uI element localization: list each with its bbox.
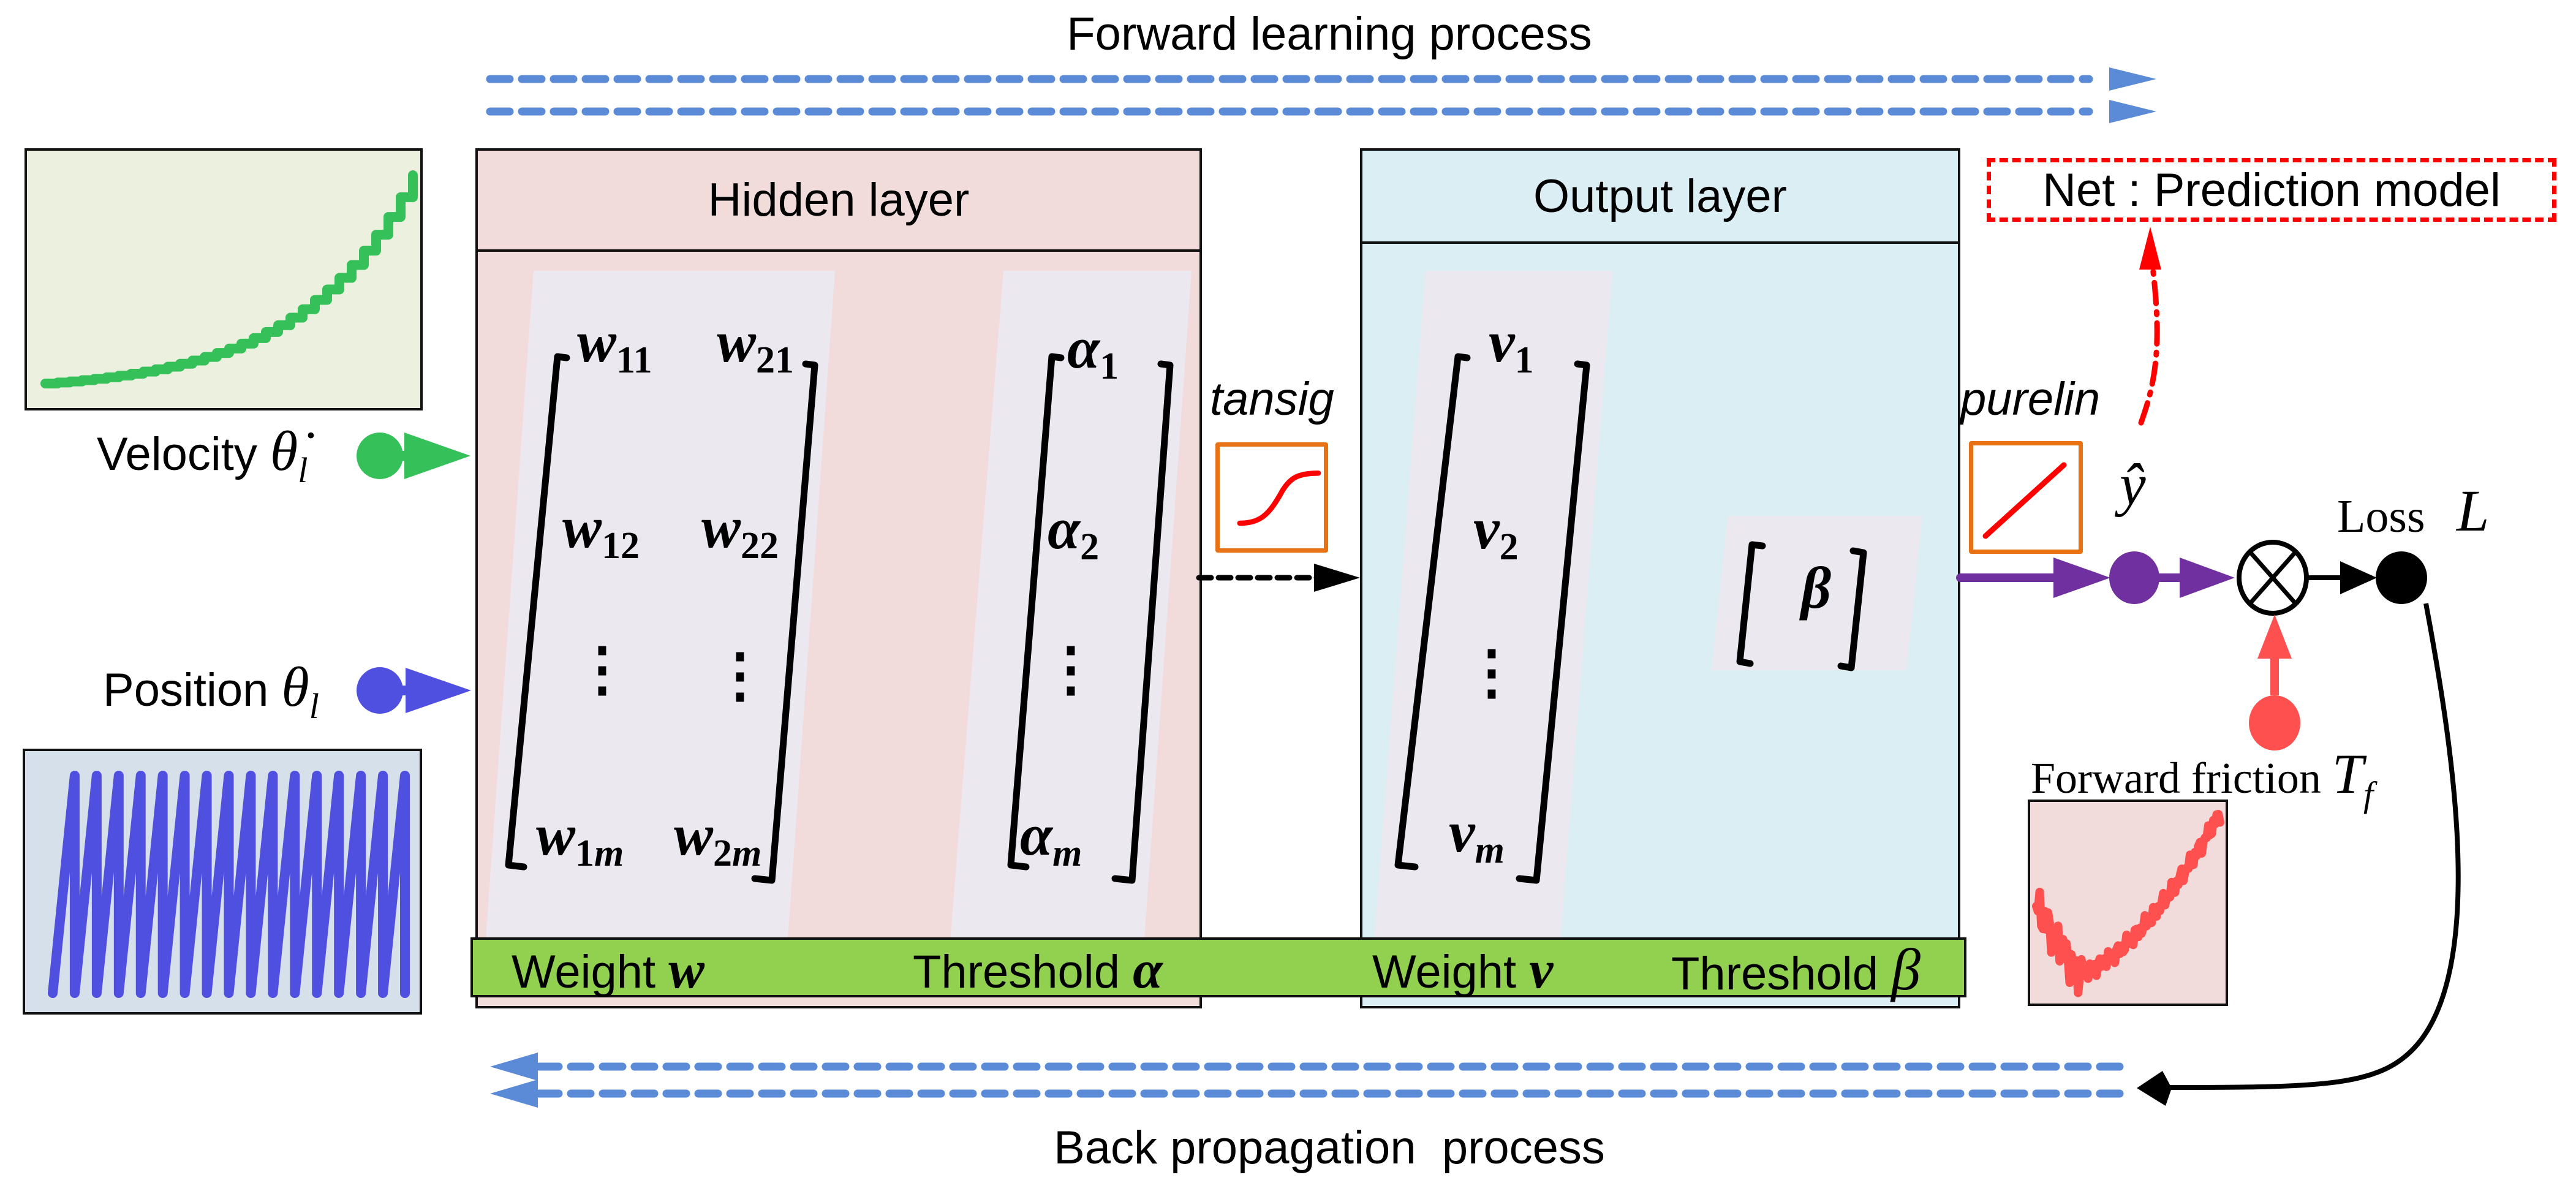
- weight-cell-12: w12: [562, 494, 640, 567]
- output-weight-cell-2: v2: [1473, 496, 1519, 568]
- weight-matrix-left-bracket: [505, 353, 570, 871]
- purelin-function-box: [1969, 441, 2083, 554]
- bias-left-bracket: [1736, 541, 1766, 667]
- threshold-cell-m: αm: [1020, 802, 1082, 874]
- threshold-vdots: ⋮: [1041, 637, 1100, 702]
- velocity-input-arrowhead: [404, 433, 470, 479]
- weight-cell-21: w21: [717, 309, 795, 381]
- sigmoid-curve-icon: [1237, 471, 1321, 526]
- output-weight-vdots: ⋮: [1462, 640, 1521, 705]
- forward-process-title: Forward learning process: [1067, 8, 1592, 60]
- back-arrowhead-top: [490, 1053, 538, 1081]
- forward-arrowhead-bottom: [2109, 100, 2156, 123]
- position-curve: [48, 771, 410, 998]
- velocity-text: Velocity: [97, 428, 257, 480]
- output-weight-left-bracket: [1394, 353, 1471, 871]
- weight-matrix-right-bracket: [751, 360, 818, 884]
- threshold-cell-1: α1: [1067, 315, 1119, 387]
- position-symbol: θl: [281, 656, 319, 726]
- position-chart-plot: [48, 771, 410, 998]
- threshold-alpha-label: Threshold α: [913, 940, 1163, 1000]
- loss-label: Loss: [2337, 491, 2425, 542]
- weight-w-label: Weight w: [512, 940, 704, 1000]
- threshold-cell-2: α2: [1048, 496, 1100, 568]
- prediction-node: [2109, 551, 2159, 604]
- comparator-icon: [2237, 540, 2309, 616]
- threshold-right-bracket: [1111, 360, 1174, 884]
- velocity-input-node: [357, 433, 403, 479]
- bias-beta: β: [1801, 555, 1832, 621]
- velocity-label: Velocity θ̇l: [97, 423, 308, 488]
- linear-line-icon: [1982, 462, 2067, 539]
- prediction-arrowhead: [2180, 558, 2235, 598]
- velocity-symbol: θ̇l: [270, 420, 308, 490]
- friction-chart-plot: [2032, 810, 2224, 997]
- position-label: Position θl: [103, 659, 319, 724]
- tansig-function-box: [1215, 442, 1328, 553]
- forward-arrowhead-top: [2109, 67, 2156, 91]
- weight-col2-vdots: ⋮: [711, 643, 769, 708]
- velocity-chart-plot: [40, 170, 418, 388]
- weight-v-label: Weight v: [1372, 940, 1554, 1000]
- parameters-bar: [470, 937, 1966, 997]
- hidden-layer-title: Hidden layer: [478, 151, 1199, 252]
- friction-arrowhead: [2257, 614, 2292, 659]
- weight-cell-11: w11: [577, 309, 652, 381]
- friction-curve: [2032, 810, 2224, 997]
- bias-right-bracket: [1837, 547, 1867, 671]
- weight-cell-22: w22: [701, 494, 779, 567]
- position-chart: [23, 749, 422, 1015]
- bias-bg: [1712, 516, 1922, 670]
- output-weight-cell-m: vm: [1449, 799, 1505, 871]
- threshold-left-bracket: [1007, 353, 1065, 871]
- friction-label: Forward friction Tf: [2031, 743, 2374, 814]
- position-input-node: [357, 667, 403, 714]
- loss-node: [2376, 551, 2427, 604]
- friction-chart: [2028, 800, 2228, 1006]
- weight-cell-1m: w1m: [536, 802, 624, 874]
- output-weight-right-bracket: [1516, 360, 1590, 884]
- prediction-y-hat: ŷ: [2120, 452, 2146, 517]
- loss-feedback-curve: [2156, 603, 2461, 1090]
- output-arrowhead: [2053, 558, 2110, 598]
- weight-col1-vdots: ⋮: [573, 637, 632, 702]
- purelin-label: purelin: [1960, 373, 2101, 425]
- friction-input-node: [2249, 695, 2300, 751]
- prediction-model-box: Net : Prediction model: [1987, 158, 2556, 222]
- prediction-link-arrowhead: [2139, 227, 2161, 270]
- tansig-label: tansig: [1210, 373, 1334, 425]
- threshold-beta-label: Threshold β: [1671, 937, 1921, 1002]
- weight-cell-2m: w2m: [674, 802, 762, 874]
- output-weight-bg: [1372, 271, 1612, 964]
- loss-feedback-arrowhead: [2137, 1071, 2172, 1106]
- loss-arrowhead: [2340, 561, 2377, 594]
- prediction-link: [2138, 254, 2160, 426]
- velocity-curve: [40, 170, 418, 388]
- weight-matrix-bg: [484, 271, 835, 964]
- loss-symbol: L: [2457, 478, 2490, 543]
- output-weight-cell-1: v1: [1489, 309, 1534, 381]
- backprop-process-title: Back propagation process: [1054, 1122, 1605, 1174]
- position-text: Position: [103, 664, 269, 716]
- threshold-matrix-bg: [948, 271, 1192, 964]
- back-arrowhead-bottom: [490, 1079, 538, 1108]
- output-layer-title: Output layer: [1362, 151, 1958, 244]
- position-input-arrowhead: [406, 668, 471, 713]
- hidden-to-output-arrowhead: [1314, 564, 1360, 592]
- velocity-chart: [25, 148, 423, 410]
